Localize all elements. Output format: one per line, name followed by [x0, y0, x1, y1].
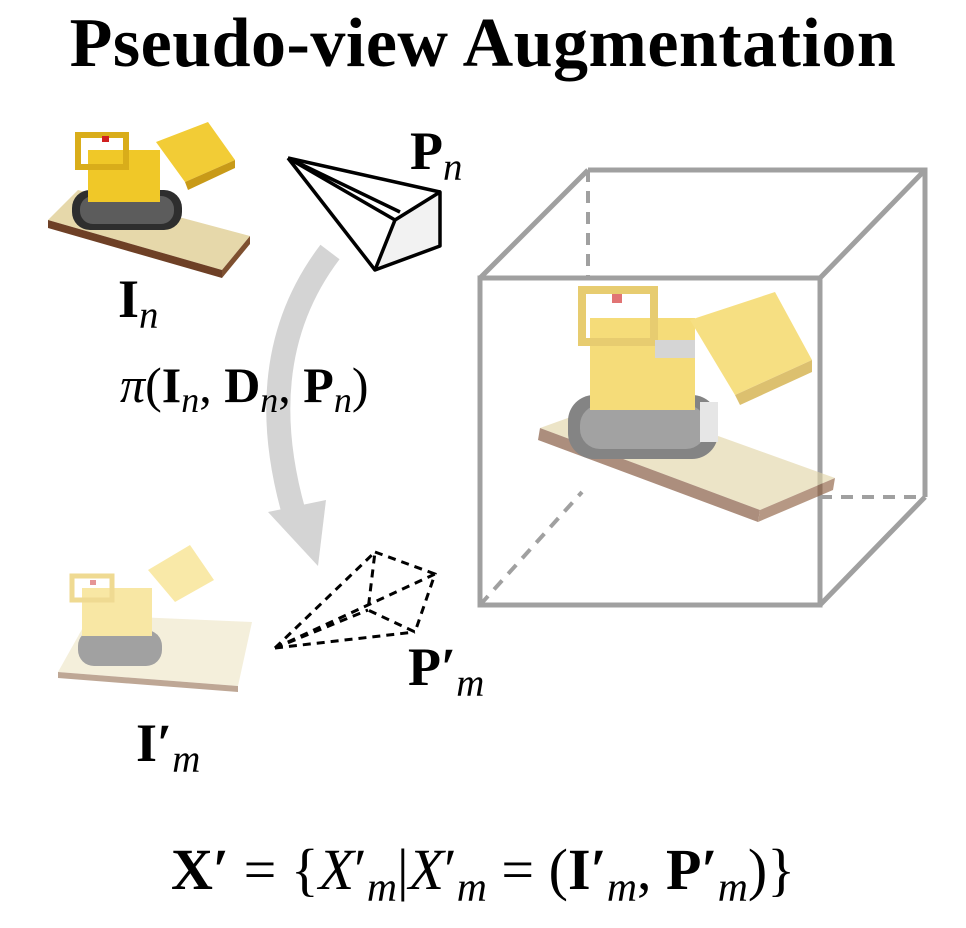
input-image-label: In: [118, 269, 159, 337]
bulldozer-pseudo-view-icon: [58, 545, 252, 692]
pseudo-image-label: I′m: [136, 713, 201, 781]
curved-arrow-icon: [266, 244, 340, 566]
bulldozer-thumbnail-icon: [48, 122, 250, 278]
camera-frustum-solid-icon: [286, 156, 442, 272]
input-pose-label: Pn: [410, 121, 463, 189]
bulldozer-3d-icon: [538, 286, 835, 522]
bounding-cube: [477, 167, 928, 608]
camera-frustum-dashed-icon: [273, 549, 437, 650]
pseudo-pose-label: P′m: [408, 637, 485, 705]
diagram-title: Pseudo-view Augmentation: [69, 5, 897, 82]
augmented-set-equation: X′ = {X′m|X′m = (I′m, P′m)}: [170, 837, 796, 911]
projection-label: π(In, Dn, Pn): [120, 357, 369, 421]
